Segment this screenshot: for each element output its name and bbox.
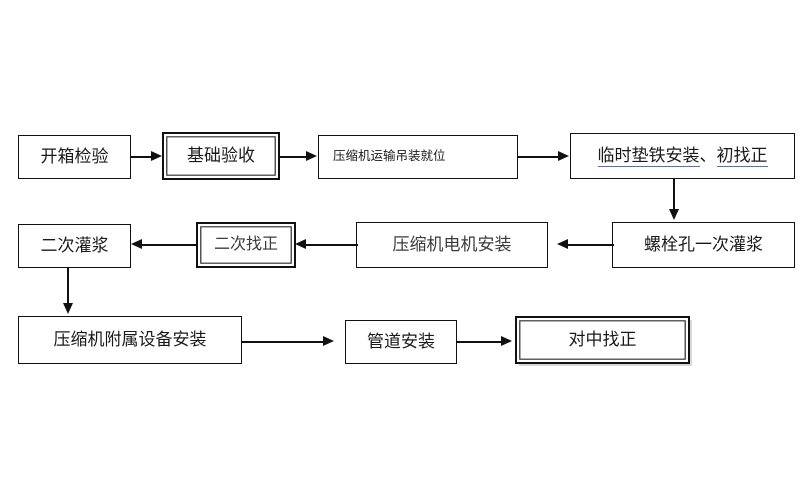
flow-node-label: 对中找正 <box>568 329 637 349</box>
flow-node-label: 压缩机附属设备安装 <box>53 329 207 349</box>
flow-node-label: 基础验收 <box>187 145 255 165</box>
flow-node-label: 二次灌浆 <box>40 235 109 255</box>
spellcheck-underline-segment: 临时垫铁安装 <box>597 145 700 167</box>
flow-node-jichuyanshou[interactable]: 基础验收 <box>162 132 280 180</box>
flow-node-label: 管道安装 <box>367 331 435 351</box>
arrowhead-right <box>306 150 317 161</box>
arrowhead-left <box>131 238 142 249</box>
arrowhead-down <box>668 209 679 220</box>
arrowhead-down <box>62 303 73 314</box>
flow-node-yasuojiyunshu[interactable]: 压缩机运输吊装就位 <box>318 135 518 179</box>
arrowhead-right <box>558 150 569 161</box>
flow-node-label-part1: 临时垫铁安装、初找正 <box>597 145 768 167</box>
arrowhead-right <box>151 150 162 161</box>
flow-node-label: 压缩机电机安装 <box>392 234 512 254</box>
flow-node-luoshuankong[interactable]: 螺栓孔一次灌浆 <box>612 222 795 268</box>
flow-node-erciguanjiang[interactable]: 二次灌浆 <box>18 224 131 268</box>
flow-node-label: 开箱检验 <box>40 146 109 166</box>
spellcheck-underline-segment: 初找正 <box>716 145 768 167</box>
flow-node-kaixiangjianyan[interactable]: 开箱检验 <box>18 135 131 179</box>
flow-node-label: 二次找正 <box>213 236 278 254</box>
edge-guandao-to-duizhongzhaozheng <box>457 341 503 343</box>
edge-ercizhaozheng-to-erciguanjiang <box>142 244 197 246</box>
arrowhead-right <box>323 335 334 346</box>
flow-node-ercizhaozheng[interactable]: 二次找正 <box>196 222 296 268</box>
flow-node-duizhongzhaozheng[interactable]: 对中找正 <box>515 316 690 364</box>
arrowhead-left <box>295 238 306 249</box>
flow-node-linshidiantie[interactable]: 临时垫铁安装、初找正 <box>570 133 795 179</box>
edge-dianji-to-ercizhaozheng <box>306 244 358 246</box>
edge-fushushebei-to-guandao <box>242 341 325 343</box>
flow-node-fushushebei[interactable]: 压缩机附属设备安装 <box>18 316 242 364</box>
arrowhead-left <box>557 238 568 249</box>
arrowhead-right <box>501 335 512 346</box>
flow-node-label: 压缩机运输吊装就位 <box>333 149 446 164</box>
edge-erciguanjiang-to-fushushebei <box>67 268 69 305</box>
flow-node-guandaoanzhuang[interactable]: 管道安装 <box>345 320 457 364</box>
edge-jichuyanshou-to-yunshu <box>280 156 308 158</box>
edge-yunshu-to-linshidiantie <box>518 156 560 158</box>
edge-linshidiantie-to-luoshuankong <box>673 179 675 211</box>
flow-node-label: 螺栓孔一次灌浆 <box>644 234 763 254</box>
flow-node-yasuojidianji[interactable]: 压缩机电机安装 <box>356 222 548 268</box>
edge-luoshuankong-to-dianji <box>568 244 614 246</box>
enumeration-comma: 、 <box>699 145 717 165</box>
edge-kaixiangjianyan-to-jichuyanshou <box>131 156 153 158</box>
